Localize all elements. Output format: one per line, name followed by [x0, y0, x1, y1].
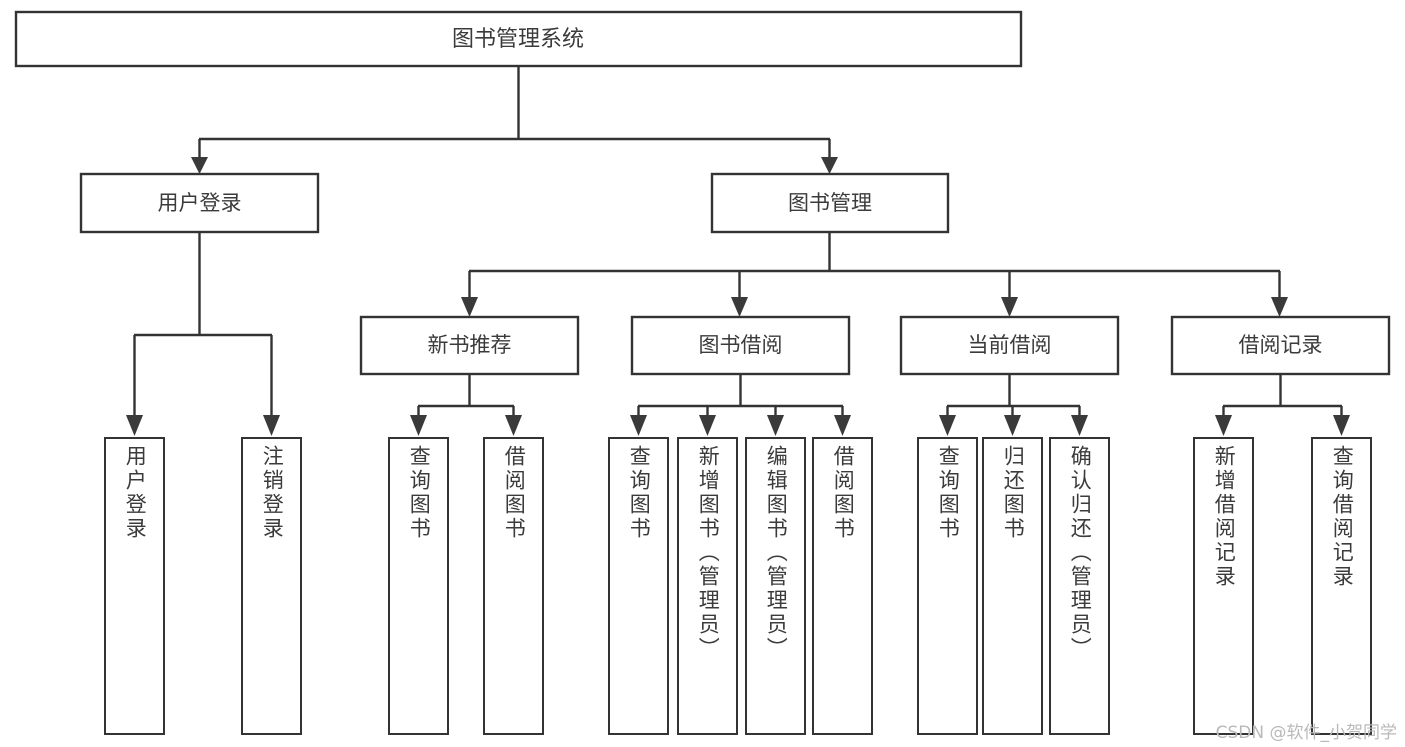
leaf-logout-label: 注销登录 [260, 445, 285, 541]
node-book-borrow[interactable]: 图书借阅 [630, 315, 851, 376]
leaf-nb-borrow-book-label: 借阅图书 [502, 445, 527, 541]
arrowhead-leaf-logout [263, 415, 280, 436]
leaf-cb-query-book-label: 查询图书 [936, 445, 961, 541]
node-new-book-recommend-box [359, 315, 580, 376]
leaf-br-add-record[interactable]: 新增借阅记录 [1193, 437, 1254, 735]
node-root-label: 图书管理系统 [452, 27, 584, 52]
node-new-book-recommend[interactable]: 新书推荐 [359, 315, 580, 376]
leaf-br-query-record-label: 查询借阅记录 [1330, 445, 1355, 589]
arrowhead-br-leaf-2 [1333, 415, 1350, 436]
arrowhead-current-borrow [1001, 297, 1018, 317]
leaf-logout[interactable]: 注销登录 [241, 437, 302, 735]
arrowhead-user-login [191, 157, 208, 174]
node-book-manage[interactable]: 图书管理 [710, 172, 950, 234]
arrowhead-cb-leaf-2 [1004, 415, 1021, 436]
arrowhead-bb-leaf-2 [699, 415, 716, 436]
leaf-bb-query-book-label: 查询图书 [627, 445, 652, 541]
leaf-cb-query-book[interactable]: 查询图书 [917, 437, 978, 735]
leaf-nb-borrow-book[interactable]: 借阅图书 [483, 437, 544, 735]
node-user-login[interactable]: 用户登录 [79, 172, 320, 234]
arrowhead-book-manage [821, 157, 838, 174]
leaf-user-login[interactable]: 用户登录 [104, 437, 165, 735]
leaf-cb-confirm-return-label: 确认归还（管理员） [1068, 445, 1093, 661]
node-borrow-record[interactable]: 借阅记录 [1170, 315, 1391, 376]
arrowhead-borrow-record [1271, 297, 1288, 317]
leaf-cb-return-book[interactable]: 归还图书 [982, 437, 1043, 735]
leaf-cb-confirm-return[interactable]: 确认归还（管理员） [1049, 437, 1110, 735]
arrowhead-nb-leaf-2 [505, 415, 522, 436]
arrowhead-cb-leaf-3 [1071, 415, 1088, 436]
leaf-user-login-label: 用户登录 [123, 445, 148, 541]
leaf-bb-borrow-book-label: 借阅图书 [831, 445, 856, 541]
leaf-bb-add-book-label: 新增图书（管理员） [696, 445, 721, 661]
node-book-manage-label: 图书管理 [788, 191, 872, 215]
node-current-borrow-box [899, 315, 1120, 376]
node-root-box [14, 10, 1023, 68]
node-new-book-recommend-label: 新书推荐 [428, 333, 512, 357]
leaf-bb-edit-book-label: 编辑图书（管理员） [764, 445, 789, 661]
leaf-bb-query-book[interactable]: 查询图书 [608, 437, 669, 735]
node-user-login-label: 用户登录 [158, 191, 242, 215]
arrowhead-cb-leaf-1 [939, 415, 956, 436]
leaf-cb-return-book-label: 归还图书 [1001, 445, 1026, 541]
arrowhead-nb-leaf-1 [410, 415, 427, 436]
arrowhead-br-leaf-1 [1215, 415, 1232, 436]
leaf-nb-query-book-label: 查询图书 [407, 445, 432, 541]
arrowhead-book-borrow [731, 297, 748, 317]
node-book-borrow-label: 图书借阅 [699, 333, 783, 357]
leaf-bb-edit-book[interactable]: 编辑图书（管理员） [745, 437, 806, 735]
node-current-borrow-label: 当前借阅 [968, 333, 1052, 357]
leaf-bb-add-book[interactable]: 新增图书（管理员） [677, 437, 738, 735]
node-borrow-record-label: 借阅记录 [1239, 333, 1323, 357]
node-current-borrow[interactable]: 当前借阅 [899, 315, 1120, 376]
leaf-br-query-record[interactable]: 查询借阅记录 [1311, 437, 1372, 735]
leaf-bb-borrow-book[interactable]: 借阅图书 [812, 437, 873, 735]
arrowhead-new-book [461, 297, 478, 317]
leaf-nb-query-book[interactable]: 查询图书 [388, 437, 449, 735]
arrowhead-bb-leaf-3 [767, 415, 784, 436]
arrowhead-bb-leaf-4 [834, 415, 851, 436]
node-root[interactable]: 图书管理系统 [14, 10, 1023, 68]
arrowhead-leaf-user-login [126, 415, 143, 436]
arrowhead-bb-leaf-1 [630, 415, 647, 436]
node-book-borrow-box [630, 315, 851, 376]
leaf-br-add-record-label: 新增借阅记录 [1212, 445, 1237, 589]
